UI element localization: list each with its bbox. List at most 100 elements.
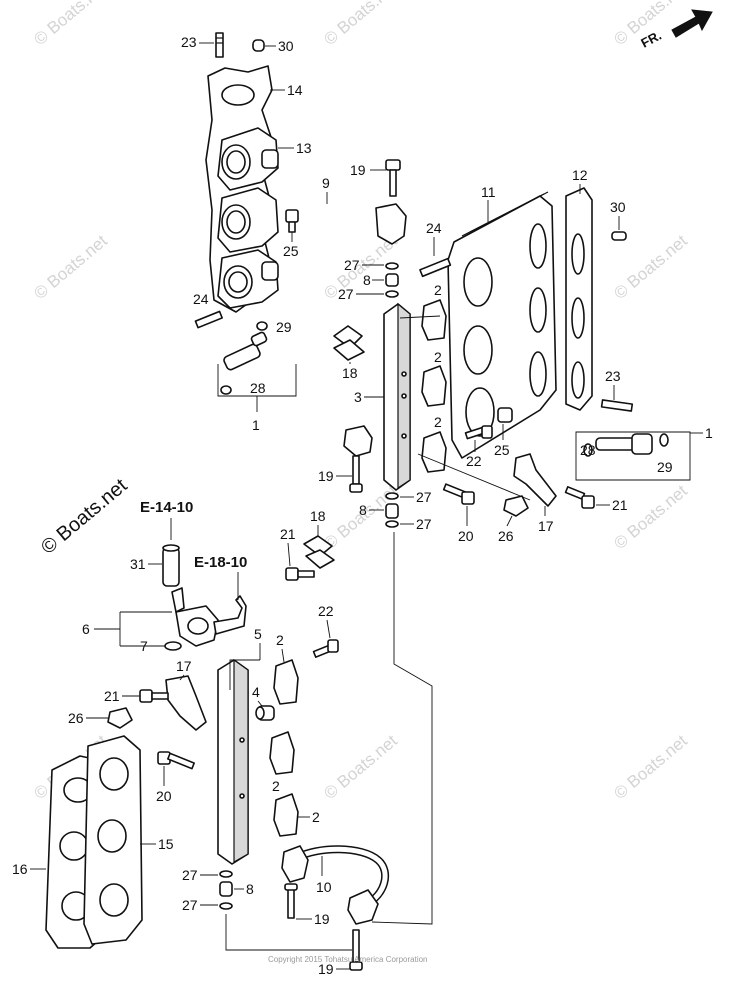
part-15-intake-plate (83, 735, 143, 945)
callout-1: 1 (252, 417, 260, 433)
leader-line (225, 914, 352, 951)
part-31-hose (162, 544, 180, 587)
callout-16: 16 (12, 861, 28, 877)
callout-19: 19 (350, 162, 366, 178)
part-25-bolt-upper (285, 209, 299, 233)
callout-19: 19 (318, 961, 334, 977)
part-30-dowel-top (252, 39, 265, 52)
callout-21: 21 (280, 526, 296, 542)
part-22-bolt-right (464, 425, 493, 440)
part-17-bracket-lower (165, 675, 207, 731)
callout-2: 2 (276, 632, 284, 648)
callout-8: 8 (359, 502, 367, 518)
part-24-stud-left (194, 310, 223, 329)
part-19-bolt-mid (349, 455, 363, 493)
callout-25: 25 (283, 243, 299, 259)
callout-1: 1 (705, 425, 713, 441)
callout-27: 27 (344, 257, 360, 273)
callout-31: 31 (130, 556, 146, 572)
part-21-bolt-right (564, 486, 595, 509)
callout-6: 6 (82, 621, 90, 637)
callout-19: 19 (314, 911, 330, 927)
callout-17: 17 (176, 658, 192, 674)
callout-2: 2 (434, 349, 442, 365)
watermark: © Boats.net (610, 231, 691, 303)
callout-29: 29 (657, 459, 673, 475)
watermark: © Boats.net (610, 731, 691, 803)
part-5-fuel-rail-lower (217, 658, 249, 865)
part-19-bolt-lower (284, 883, 363, 971)
part-20-bolt-lower (157, 751, 195, 770)
callout-20: 20 (458, 528, 474, 544)
callout-22: 22 (318, 603, 334, 619)
part-2-clips-right (421, 299, 447, 473)
callout-29: 29 (276, 319, 292, 335)
bracket-1-right (575, 431, 691, 481)
callout-12: 12 (572, 167, 588, 183)
part-11-intake-manifold (447, 191, 557, 459)
part-13-intake-ports (217, 127, 279, 309)
callout-14: 14 (287, 82, 303, 98)
part-9-fuel-hose (297, 200, 407, 457)
callout-8: 8 (363, 272, 371, 288)
callout-30: 30 (278, 38, 294, 54)
callout-8: 8 (246, 881, 254, 897)
callout-21: 21 (612, 497, 628, 513)
callout-23: 23 (605, 368, 621, 384)
callout-27: 27 (338, 286, 354, 302)
callout-23: 23 (181, 34, 197, 50)
callout-27: 27 (416, 489, 432, 505)
callout-21: 21 (104, 688, 120, 704)
part-25-bolt-right (497, 407, 513, 423)
callout-27: 27 (416, 516, 432, 532)
part-20-bolt-right (442, 483, 475, 505)
part-26-clip-right (503, 495, 529, 517)
part-10-fuel-pipe (281, 845, 390, 925)
leader-line (399, 315, 441, 319)
callout-27: 27 (182, 867, 198, 883)
part-26-clip-lower (107, 707, 133, 729)
part-injector-upper-left (220, 321, 268, 395)
watermark: © Boats.net (320, 0, 401, 49)
part-6-pressure-regulator (171, 587, 247, 647)
part-3-fuel-rail (383, 302, 411, 491)
part-4-plug (255, 705, 275, 721)
callout-5: 5 (254, 626, 262, 642)
callout-9: 9 (322, 175, 330, 191)
copyright-notice: Copyright 2015 Tohatsu America Corporati… (268, 955, 428, 964)
leader-line (417, 453, 531, 501)
callout-2: 2 (272, 778, 280, 794)
callout-10: 10 (316, 879, 332, 895)
callout-2: 2 (434, 282, 442, 298)
leader (229, 659, 260, 690)
callout-24: 24 (426, 220, 442, 236)
leader-line (371, 532, 433, 925)
part-30-dowel-right (611, 231, 627, 241)
callout-4: 4 (252, 684, 260, 700)
callout-26: 26 (498, 528, 514, 544)
callout-26: 26 (68, 710, 84, 726)
watermark: © Boats.net (30, 0, 111, 49)
part-24-stud-right (419, 257, 452, 278)
callout-28: 28 (250, 380, 266, 396)
callout-17: 17 (538, 518, 554, 534)
part-12-gasket (565, 187, 593, 411)
watermark: © Boats.net (610, 481, 691, 553)
part-injector-right (583, 433, 669, 457)
callout-19: 19 (318, 468, 334, 484)
watermark: © Boats.net (30, 231, 111, 303)
part-27-8-27-lower (219, 870, 233, 910)
part-22-bolt-mid (312, 639, 339, 658)
part-7-o-ring (164, 641, 182, 651)
watermark: © Boats.net (320, 731, 401, 803)
reference-e-14-10: E-14-10 (140, 499, 193, 516)
part-23-stud-top (215, 32, 224, 58)
callout-22: 22 (466, 453, 482, 469)
callout-28: 28 (580, 442, 596, 458)
arrow-right-up-icon (671, 9, 713, 38)
callout-11: 11 (481, 184, 496, 200)
callout-27: 27 (182, 897, 198, 913)
callout-7: 7 (140, 638, 148, 654)
part-19-bolt-top (385, 159, 401, 197)
part-18-clip-mid (303, 535, 335, 569)
